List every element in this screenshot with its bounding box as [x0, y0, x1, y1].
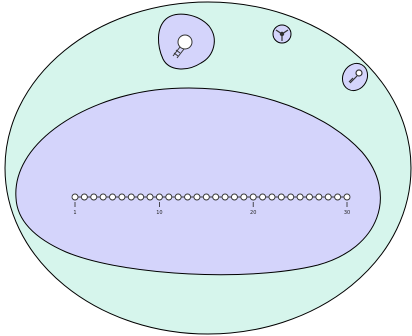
chain-bead	[100, 194, 106, 200]
chain-bead	[185, 194, 191, 200]
chain-bead	[175, 194, 181, 200]
chain-bead	[119, 194, 125, 200]
chain-tick-label: 1	[73, 210, 76, 216]
chain-bead	[203, 194, 209, 200]
chain-bead	[288, 194, 294, 200]
chain-bead	[316, 194, 322, 200]
chain-bead	[241, 194, 247, 200]
chain-tick-label: 20	[250, 210, 256, 216]
chain-bead	[138, 194, 144, 200]
chain-bead	[110, 194, 116, 200]
chain-tick-label: 30	[344, 210, 350, 216]
chain-bead	[91, 194, 97, 200]
chain-bead	[335, 194, 341, 200]
chain-bead	[166, 194, 172, 200]
chain-bead	[81, 194, 87, 200]
chain-bead	[278, 194, 284, 200]
chain-bead	[156, 194, 162, 200]
chain-bead	[194, 194, 200, 200]
chain-bead	[325, 194, 331, 200]
chain-tick-label: 10	[156, 210, 162, 216]
chain-bead	[213, 194, 219, 200]
chain-bead	[231, 194, 237, 200]
chain-bead	[128, 194, 134, 200]
chain-bead	[344, 194, 350, 200]
pocket-small	[273, 25, 291, 43]
chain-bead	[269, 194, 275, 200]
chain-bead	[297, 194, 303, 200]
chain-bead	[72, 194, 78, 200]
chain-bead	[250, 194, 256, 200]
chain-bead	[222, 194, 228, 200]
chain-bead	[260, 194, 266, 200]
chain-bead	[306, 194, 312, 200]
chain-bead	[147, 194, 153, 200]
